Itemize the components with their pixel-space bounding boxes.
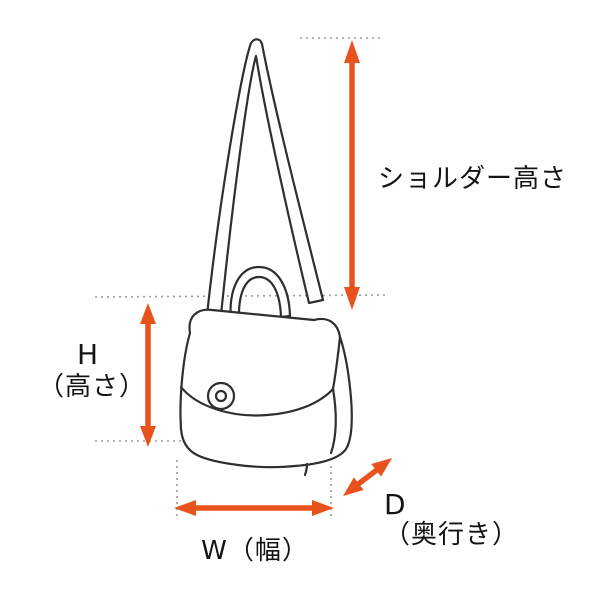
gusset-crease-bottom [329, 387, 337, 455]
shoulder-height-arrow [344, 40, 360, 310]
arrow-left-icon [174, 500, 196, 516]
depth-name: （奥行き） [384, 520, 520, 550]
bag-handle [229, 265, 292, 324]
dotted-guide-lines [94, 37, 389, 519]
arrow-upright-icon [371, 458, 392, 477]
bag-body [179, 308, 353, 469]
depth-label: D （奥行き） [384, 489, 519, 551]
bottom-seam [303, 462, 309, 477]
height-abbr: H [76, 338, 100, 371]
arrow-down-icon [140, 426, 156, 447]
flap-edge [179, 385, 335, 417]
bag-illustration [179, 38, 353, 477]
arrow-downleft-icon [343, 477, 364, 496]
arrow-down-icon [344, 287, 360, 310]
shoulder-height-label: ショルダー高さ [378, 164, 568, 194]
arrow-up-icon [140, 303, 156, 324]
shoulder-strap [205, 38, 325, 317]
arrow-up-icon [344, 40, 360, 63]
guide-bag-top [94, 294, 389, 298]
height-name: （高さ） [38, 372, 147, 402]
arrow-right-icon [312, 500, 334, 516]
gusset-crease-top [331, 335, 342, 391]
width-label: W（幅） [201, 536, 309, 566]
depth-abbr: D [384, 488, 407, 521]
bag-depth-arrow [343, 458, 392, 496]
clasp-lock-icon [206, 381, 236, 411]
height-label: H （高さ） [38, 338, 147, 404]
bag-height-arrow [140, 303, 156, 447]
bag-width-arrow [174, 500, 334, 516]
